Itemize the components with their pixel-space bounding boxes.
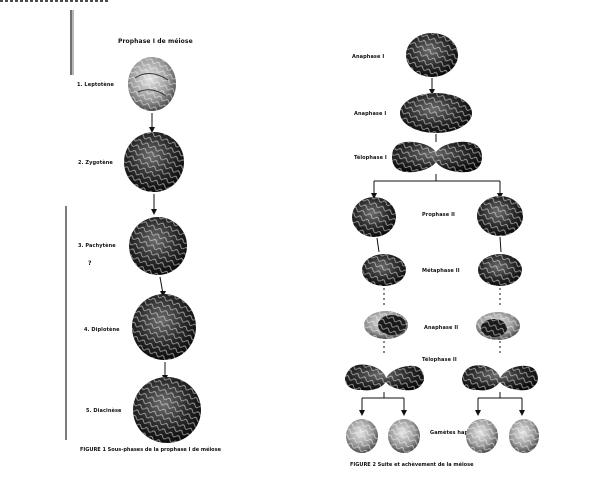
stage-label-telophase-2: Télophase II xyxy=(422,357,457,363)
stage-label-gametes: Gamètes haploïdes xyxy=(430,430,486,436)
pachytene-note: ? xyxy=(88,260,92,267)
cell-zygotene xyxy=(124,132,184,192)
cell-anaphase-2-right xyxy=(476,312,520,340)
stage-label-pachytene: 3. Pachytène xyxy=(78,243,116,249)
cell-anaphase-1b xyxy=(400,93,472,133)
stage-label-anaphase-1a: Anaphase I xyxy=(352,54,385,60)
right-figure-caption: FIGURE 2 Suite et achèvement de la méios… xyxy=(350,462,474,468)
gamete-brackets xyxy=(361,392,523,412)
cell-telophase-2-right xyxy=(462,365,538,391)
cell-telophase-1 xyxy=(392,141,482,173)
stage-label-anaphase-1b: Anaphase I xyxy=(354,111,387,117)
stage-label-prophase-2: Prophase II xyxy=(422,212,456,218)
gamete-4 xyxy=(509,419,539,453)
stage-label-leptotene: 1. Leptotène xyxy=(77,82,115,88)
left-figure-caption: FIGURE 1 Sous-phases de la prophase I de… xyxy=(80,447,221,453)
cell-diplotene xyxy=(132,294,196,360)
stage-label-metaphase-2: Métaphase II xyxy=(422,268,460,274)
cell-anaphase-1a xyxy=(406,33,458,77)
cell-anaphase-2-left xyxy=(364,311,408,339)
gamete-1 xyxy=(346,419,378,453)
cell-prophase-2-left xyxy=(352,197,396,237)
stage-label-diplotene: 4. Diplotène xyxy=(84,327,120,333)
gamete-2 xyxy=(388,419,420,453)
cell-metaphase-2-left xyxy=(362,254,406,286)
cell-prophase-2-right xyxy=(477,196,523,236)
left-panel-title: Prophase I de méiose xyxy=(118,38,193,45)
stage-label-diacinese: 5. Diacinèse xyxy=(86,408,122,414)
cell-pachytene xyxy=(129,217,187,275)
stage-label-telophase-1: Télophase I xyxy=(354,155,387,161)
cell-diacinese xyxy=(133,377,201,443)
cell-telophase-2-left xyxy=(345,364,424,391)
split-bracket xyxy=(373,174,501,196)
cell-metaphase-2-right xyxy=(478,254,522,286)
stage-label-zygotene: 2. Zygotène xyxy=(78,160,113,166)
cell-leptotene xyxy=(128,57,176,111)
gamete-3 xyxy=(466,419,498,453)
stage-label-anaphase-2: Anaphase II xyxy=(424,325,459,331)
